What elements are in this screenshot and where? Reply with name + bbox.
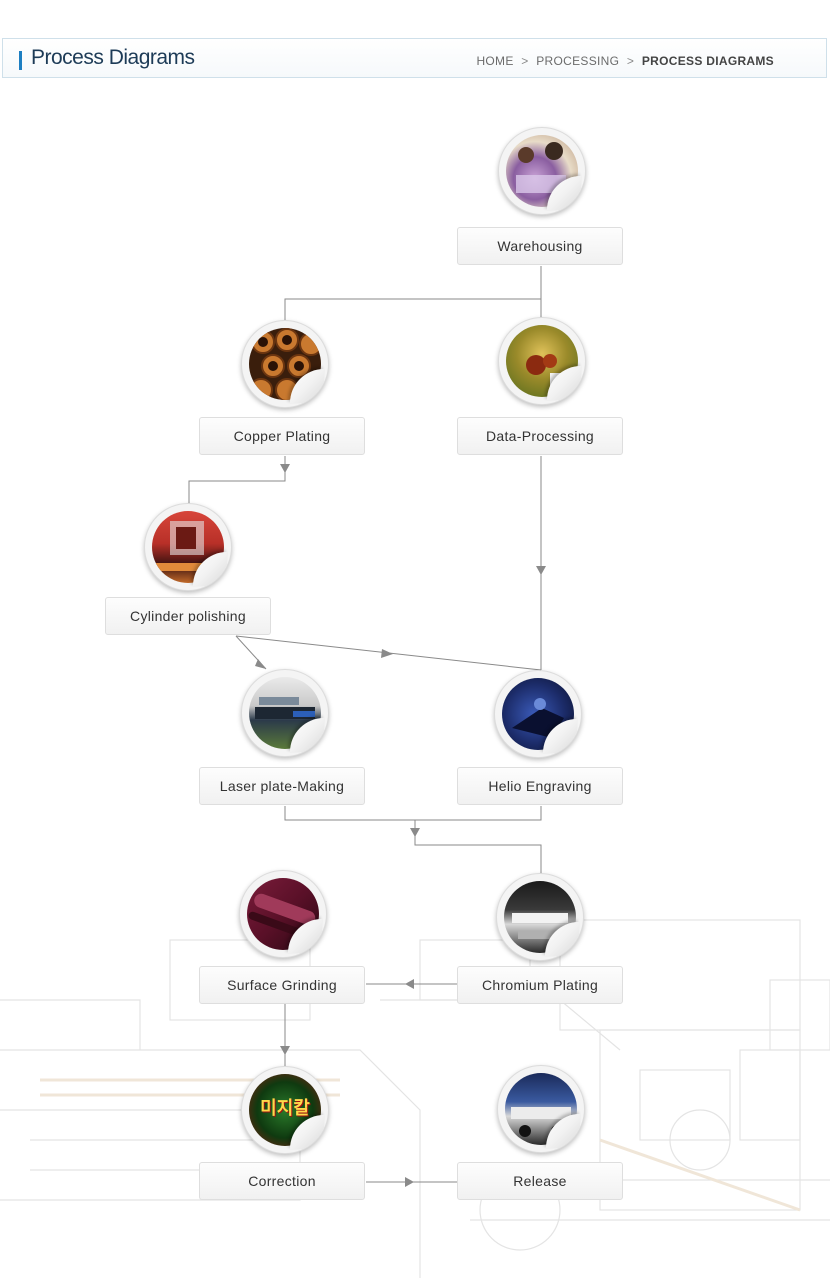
chromium-plating-photo bbox=[496, 873, 584, 961]
connector-laser-helio-merge bbox=[284, 806, 542, 821]
step-cylinder-polishing: Cylinder polishing bbox=[105, 597, 271, 635]
connector-warehousing-split bbox=[284, 266, 542, 320]
helio-engraving-photo bbox=[494, 670, 582, 758]
page-title: Process Diagrams bbox=[31, 46, 195, 69]
step-correction: Correction bbox=[199, 1162, 365, 1200]
step-data-processing: Data-Processing bbox=[457, 417, 623, 455]
arrow-head bbox=[381, 649, 393, 658]
step-release: Release bbox=[457, 1162, 623, 1200]
breadcrumb-current: PROCESS DIAGRAMS bbox=[641, 54, 774, 68]
arrow-head bbox=[536, 566, 546, 575]
title-accent-bar bbox=[19, 51, 22, 70]
breadcrumb-separator: > bbox=[521, 54, 529, 68]
step-copper-plating: Copper Plating bbox=[199, 417, 365, 455]
page-header: Process Diagrams HOME > PROCESSING > PRO… bbox=[2, 38, 827, 78]
release-photo bbox=[497, 1065, 585, 1153]
breadcrumb: HOME > PROCESSING > PROCESS DIAGRAMS bbox=[476, 54, 774, 68]
arrow-head bbox=[405, 1177, 414, 1187]
breadcrumb-separator: > bbox=[626, 54, 635, 68]
arrow-head bbox=[280, 1046, 290, 1055]
surface-grinding-photo bbox=[239, 870, 327, 958]
machine-background-illustration bbox=[0, 919, 830, 1278]
arrow-head bbox=[280, 464, 290, 473]
breadcrumb-home-link[interactable]: HOME bbox=[476, 54, 514, 68]
step-warehousing: Warehousing bbox=[457, 227, 623, 265]
cylinder-polishing-photo bbox=[144, 503, 232, 591]
connector-merge-chromium bbox=[414, 820, 542, 875]
arrow-head bbox=[410, 828, 420, 837]
arrow-head bbox=[255, 659, 266, 669]
data-processing-photo bbox=[498, 317, 586, 405]
warehousing-photo bbox=[498, 127, 586, 215]
step-helio-engraving: Helio Engraving bbox=[457, 767, 623, 805]
correction-badge-text: 미지칼 bbox=[260, 1098, 310, 1118]
step-surface-grinding: Surface Grinding bbox=[199, 966, 365, 1004]
correction-photo: 미지칼 bbox=[241, 1066, 329, 1154]
copper-plating-photo bbox=[241, 320, 329, 408]
connector-copper-cylinder bbox=[188, 456, 286, 505]
breadcrumb-processing-link[interactable]: PROCESSING bbox=[536, 54, 620, 68]
arrow-head bbox=[405, 979, 414, 989]
laser-plate-making-photo bbox=[241, 669, 329, 757]
step-chromium-plating: Chromium Plating bbox=[457, 966, 623, 1004]
step-laser-plate-making: Laser plate-Making bbox=[199, 767, 365, 805]
